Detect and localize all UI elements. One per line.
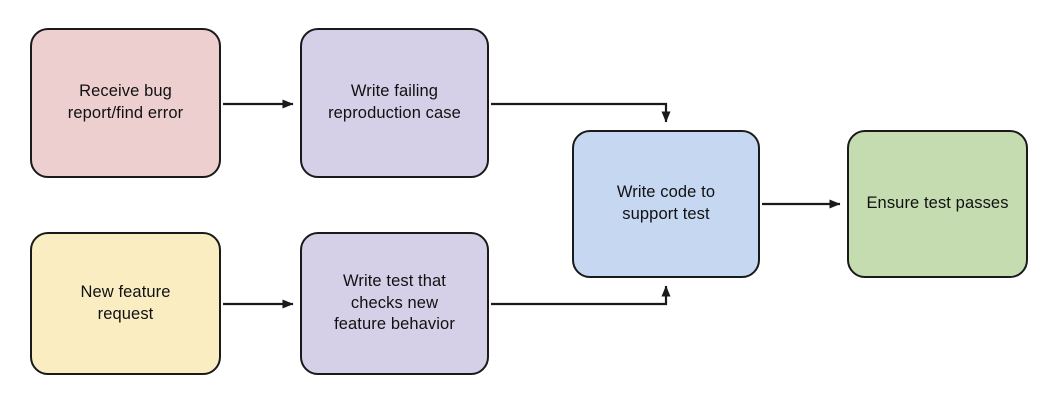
- node-label: Receive bug report/find error: [67, 82, 184, 122]
- edge-write-test-checks-new-feature-to-write-code-to-support-test: [491, 285, 671, 306]
- node-receive-bug-report[interactable]: Receive bug report/find error: [30, 28, 221, 178]
- node-label: Ensure test passes: [866, 194, 1009, 213]
- node-label: Write code to support test: [616, 183, 716, 223]
- edge-write-failing-reproduction-case-to-write-code-to-support-test: [491, 102, 671, 123]
- node-write-code-to-support-test[interactable]: Write code to support test: [572, 130, 760, 278]
- node-label: New feature request: [80, 282, 171, 323]
- node-label: Write test that checks new feature behav…: [334, 271, 455, 334]
- node-label: Write failing reproduction case: [328, 82, 461, 122]
- node-write-failing-reproduction-case[interactable]: Write failing reproduction case: [300, 28, 489, 178]
- node-write-test-checks-new-feature[interactable]: Write test that checks new feature behav…: [300, 232, 489, 375]
- node-new-feature-request[interactable]: New feature request: [30, 232, 221, 375]
- node-ensure-test-passes[interactable]: Ensure test passes: [847, 130, 1028, 278]
